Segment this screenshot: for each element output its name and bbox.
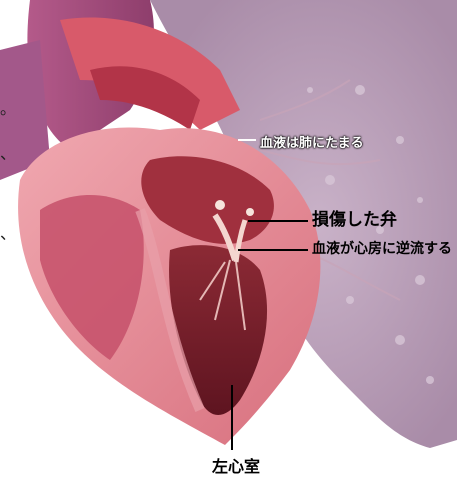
edge-mark: 、 [0, 140, 16, 164]
edge-mark: 、 [0, 220, 16, 244]
edge-mark: 。 [0, 95, 16, 119]
reflux-label: 血液が心房に逆流する [312, 238, 452, 258]
damaged-valve-label: 損傷した弁 [312, 205, 397, 230]
left-ventricle-label: 左心室 [212, 453, 260, 477]
lung-blood-label: 血液は肺にたまる [260, 132, 364, 151]
heart [18, 127, 320, 445]
